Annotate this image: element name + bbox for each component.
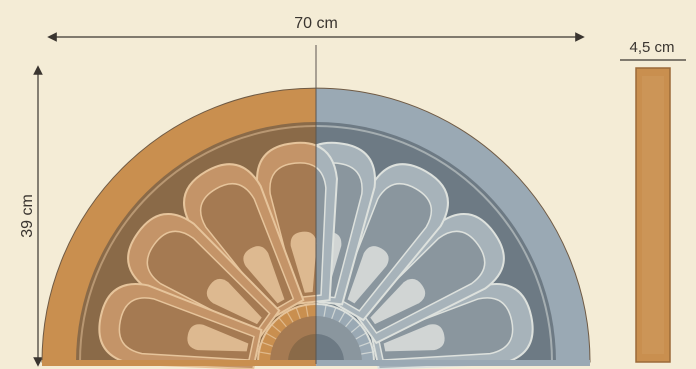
warm-petal-accent	[290, 231, 316, 293]
cool-petal-accent	[347, 246, 389, 304]
warm-petal-accent	[206, 278, 262, 325]
warm-petal-accent	[187, 324, 249, 352]
rosette-cool-half	[316, 87, 591, 369]
height-label: 39 cm	[19, 194, 36, 238]
cool-petal-accent	[383, 324, 445, 352]
cool-hub-core	[316, 334, 344, 362]
strip-label: 4,5 cm	[629, 39, 674, 56]
rosette-warm-half	[41, 87, 316, 369]
warm-hub-core	[288, 334, 316, 362]
warm-petal-accent	[243, 246, 285, 304]
border-strip-piece	[635, 67, 671, 363]
cool-petal-accent	[370, 278, 426, 325]
width-label: 70 cm	[294, 15, 338, 32]
cool-petal-inner	[316, 166, 327, 297]
